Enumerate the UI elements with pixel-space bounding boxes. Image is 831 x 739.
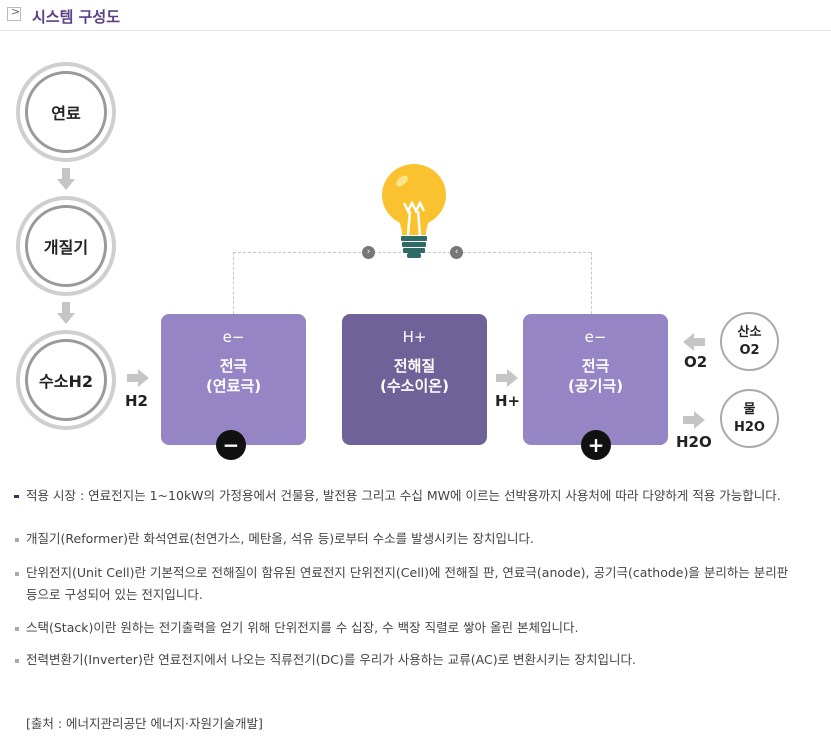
note-item: 단위전지(Unit Cell)란 기본적으로 전해질이 함유된 연료전지 단위전… [26, 565, 789, 580]
arrow-right-icon [683, 411, 705, 429]
header-divider [0, 30, 831, 31]
bullet [15, 538, 19, 542]
oxygen-formula: O2 [739, 342, 760, 358]
page-title: 시스템 구성도 [32, 8, 121, 26]
arrow-left-icon [683, 333, 705, 351]
source-citation: [출처 : 에너지관리공단 에너지·자원기술개발] [26, 716, 263, 731]
circuit-line-left [233, 252, 234, 314]
anode-box: e− 전극 (연료극) [161, 314, 306, 445]
cathode-box: e− 전극 (공기극) [523, 314, 668, 445]
arrow-right-icon [127, 369, 149, 387]
reformer-label: 개질기 [25, 205, 107, 287]
cathode-subtitle: (공기극) [567, 377, 624, 395]
note-item: 개질기(Reformer)란 화석연료(천연가스, 메탄올, 석유 등)로부터 … [26, 531, 535, 546]
note-item: 전력변환기(Inverter)란 연료전지에서 나오는 직류전기(DC)를 우리… [26, 652, 637, 667]
minus-icon: − [216, 430, 246, 460]
note-item-continued: 등으로 구성되어 있는 전지입니다. [26, 587, 203, 602]
note-main: 적용 시장 : 연료전지는 1~10kW의 가정용에서 건물용, 발전용 그리고… [26, 488, 781, 503]
current-arrow-right-icon: › [362, 246, 375, 259]
o2-label: O2 [684, 353, 708, 371]
electrolyte-ion: H+ [402, 328, 427, 346]
header-toggle[interactable]: > [7, 5, 21, 21]
bullet [15, 572, 19, 576]
plus-icon: + [581, 430, 611, 460]
arrow-right-icon [496, 369, 518, 387]
bullet [15, 659, 19, 663]
electrolyte-subtitle: (수소이온) [380, 377, 449, 395]
bullet [15, 627, 19, 631]
hplus-label: H+ [495, 392, 521, 410]
anode-subtitle: (연료극) [205, 377, 262, 395]
water-label: 물 [743, 401, 756, 417]
arrow-down-icon [57, 302, 75, 324]
oxygen-circle: 산소 O2 [720, 312, 779, 371]
hydrogen-label: 수소H2 [25, 339, 107, 421]
bullet-main [14, 495, 19, 498]
electrolyte-box: H+ 전해질 (수소이온) [342, 314, 487, 445]
fuel-circle: 연료 [16, 62, 116, 162]
hydrogen-circle: 수소H2 [16, 330, 116, 430]
water-circle: 물 H2O [720, 389, 779, 448]
water-formula: H2O [734, 419, 765, 435]
reformer-circle: 개질기 [16, 196, 116, 296]
note-item: 스택(Stack)이란 원하는 전기출력을 얻기 위해 단위전지를 수 십장, … [26, 620, 579, 635]
arrow-down-icon [57, 168, 75, 190]
anode-title: 전극 [219, 357, 248, 375]
light-bulb-icon [382, 164, 446, 258]
current-arrow-left-icon: ‹ [450, 246, 463, 259]
cathode-title: 전극 [581, 357, 610, 375]
anode-electron: e− [222, 328, 245, 346]
h2-label: H2 [125, 392, 148, 410]
electrolyte-title: 전해질 [393, 357, 436, 375]
chevron-right-icon: > [11, 5, 21, 18]
h2o-label: H2O [676, 433, 712, 451]
circuit-line-right [591, 252, 592, 314]
fuel-label: 연료 [25, 71, 107, 153]
oxygen-label: 산소 [737, 324, 762, 340]
cathode-electron: e− [584, 328, 607, 346]
